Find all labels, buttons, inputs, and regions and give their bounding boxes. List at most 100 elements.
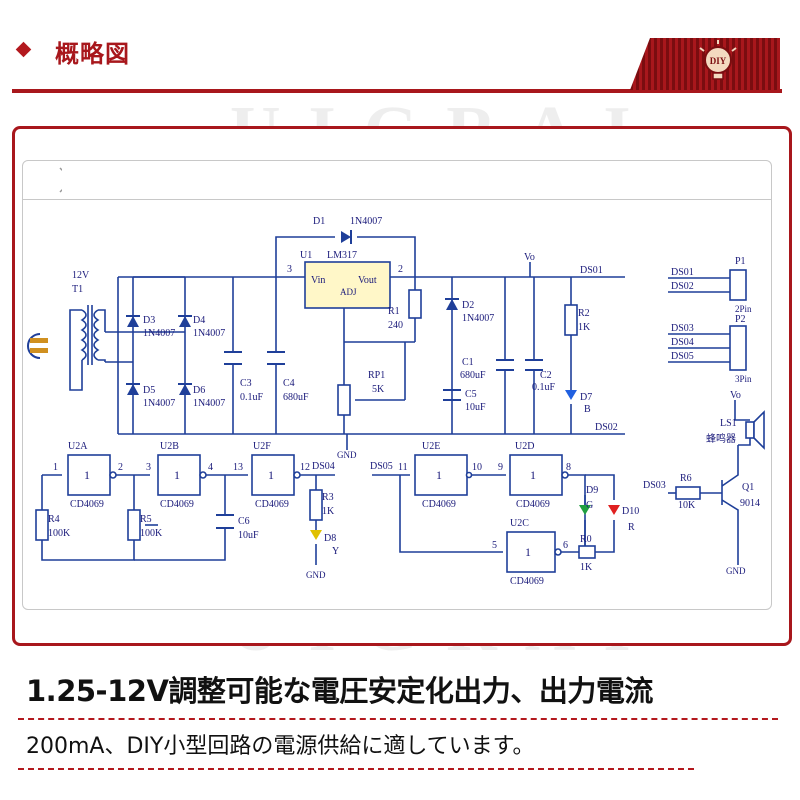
label-ds05: DS05 — [370, 461, 393, 472]
label-vin: Vin — [311, 275, 325, 286]
label-u2d: U2D — [515, 441, 534, 452]
potentiometer-rp1 — [337, 384, 351, 416]
diode-d5 — [127, 384, 139, 395]
page-header: 概略図 DIY — [0, 0, 800, 100]
label-c1-val: 680uF — [460, 370, 486, 381]
label-d4-part: 1N4007 — [193, 328, 225, 339]
label-pin2: 2 — [398, 264, 403, 275]
label-u1: U1 — [300, 250, 312, 261]
label-d2-part: 1N4007 — [462, 313, 494, 324]
label-r4: R4 — [48, 514, 60, 525]
label-p-ds01: DS01 — [671, 267, 694, 278]
label-c3: C3 — [240, 378, 252, 389]
caption-line-2: 200mA、DIY小型回路の電源供給に適しています。 — [26, 734, 535, 759]
label-u2c: U2C — [510, 518, 529, 529]
label-d4: D4 — [193, 315, 205, 326]
header-divider — [12, 89, 782, 93]
gate-u2b-symbol: 1 — [174, 468, 180, 482]
label-d1-part: 1N4007 — [350, 216, 382, 227]
label-d6-part: 1N4007 — [193, 398, 225, 409]
label-c5-val: 10uF — [465, 402, 486, 413]
gate-u2d-symbol: 1 — [530, 468, 536, 482]
inverter-gates — [67, 454, 569, 573]
label-gnd-top: GND — [337, 450, 357, 460]
header-p1 — [729, 269, 747, 301]
diode-d1 — [341, 231, 351, 243]
label-p-ds02: DS02 — [671, 281, 694, 292]
diode-d4 — [179, 316, 191, 327]
label-p-ds03: DS03 — [671, 323, 694, 334]
pin-n3: 3 — [146, 462, 151, 473]
buzzer-ls1 — [745, 410, 765, 450]
diodes — [127, 230, 458, 395]
pin-n9: 9 — [498, 462, 503, 473]
transformer-t1 — [69, 305, 106, 391]
label-r0: R0 — [580, 534, 592, 545]
label-q1-part: 9014 — [740, 498, 760, 509]
label-d8-color: Y — [332, 546, 339, 557]
label-d3-part: 1N4007 — [143, 328, 175, 339]
label-c1: C1 — [462, 357, 474, 368]
label-adj: ADJ — [340, 287, 357, 297]
label-p-ds04: DS04 — [671, 337, 694, 348]
gate-u2f-symbol: 1 — [268, 468, 274, 482]
label-q1: Q1 — [742, 482, 754, 493]
power-plug-icon — [27, 333, 48, 359]
schematic-tab-bar — [22, 160, 772, 200]
lightbulb-icon: DIY — [699, 40, 737, 80]
diy-badge-text: DIY — [710, 56, 727, 66]
label-d7-color: B — [584, 404, 591, 415]
label-d5-part: 1N4007 — [143, 398, 175, 409]
led-d7 — [565, 390, 577, 400]
label-r2-val: 1K — [578, 322, 591, 333]
diode-d6 — [179, 384, 191, 395]
wires — [41, 236, 751, 565]
resistors — [35, 289, 701, 559]
label-p1: P1 — [735, 256, 746, 267]
pin-n10: 10 — [472, 462, 482, 473]
dashed-divider-1 — [18, 718, 778, 720]
label-r6-val: 10K — [678, 500, 696, 511]
leds — [310, 390, 620, 540]
dashed-divider-2 — [18, 768, 694, 770]
label-c6-val: 10uF — [238, 530, 259, 541]
pin-n5: 5 — [492, 540, 497, 551]
resistor-r1 — [408, 289, 422, 319]
led-d8 — [310, 530, 322, 540]
pin-headers — [729, 269, 747, 371]
resistor-r0 — [578, 545, 596, 559]
resistor-r3 — [309, 489, 323, 521]
label-d9-color: G — [586, 500, 593, 511]
pin-n2: 2 — [118, 462, 123, 473]
label-c2-val: 0.1uF — [532, 382, 556, 393]
diode-bars — [126, 298, 459, 385]
label-c4-val: 680uF — [283, 392, 309, 403]
label-vo: Vo — [524, 252, 535, 263]
label-cd4069-b: CD4069 — [160, 499, 194, 510]
label-r1-val: 240 — [388, 320, 403, 331]
label-r3-val: 1K — [322, 506, 335, 517]
led-d9 — [579, 505, 591, 515]
label-d3: D3 — [143, 315, 155, 326]
label-gnd-q1: GND — [726, 566, 746, 576]
label-pin3: 3 — [287, 264, 292, 275]
resistor-r2 — [564, 304, 578, 336]
pin-n11: 11 — [398, 462, 408, 473]
pin-n13: 13 — [233, 462, 243, 473]
label-u2f: U2F — [253, 441, 271, 452]
label-c2: C2 — [540, 370, 552, 381]
label-p1-pins: 2Pin — [735, 304, 752, 314]
label-buzzer: 蜂鸣器 — [706, 432, 736, 445]
pin-n12: 12 — [300, 462, 310, 473]
lm317-regulator — [304, 261, 391, 309]
label-c4: C4 — [283, 378, 295, 389]
label-d8: D8 — [324, 533, 336, 544]
led-d10 — [608, 505, 620, 515]
label-r5-val: 100K — [140, 528, 163, 539]
label-cd4069-a: CD4069 — [70, 499, 104, 510]
label-r3: R3 — [322, 492, 334, 503]
label-r5: R5 — [140, 514, 152, 525]
gate-u2a-symbol: 1 — [84, 468, 90, 482]
label-d9: D9 — [586, 485, 598, 496]
